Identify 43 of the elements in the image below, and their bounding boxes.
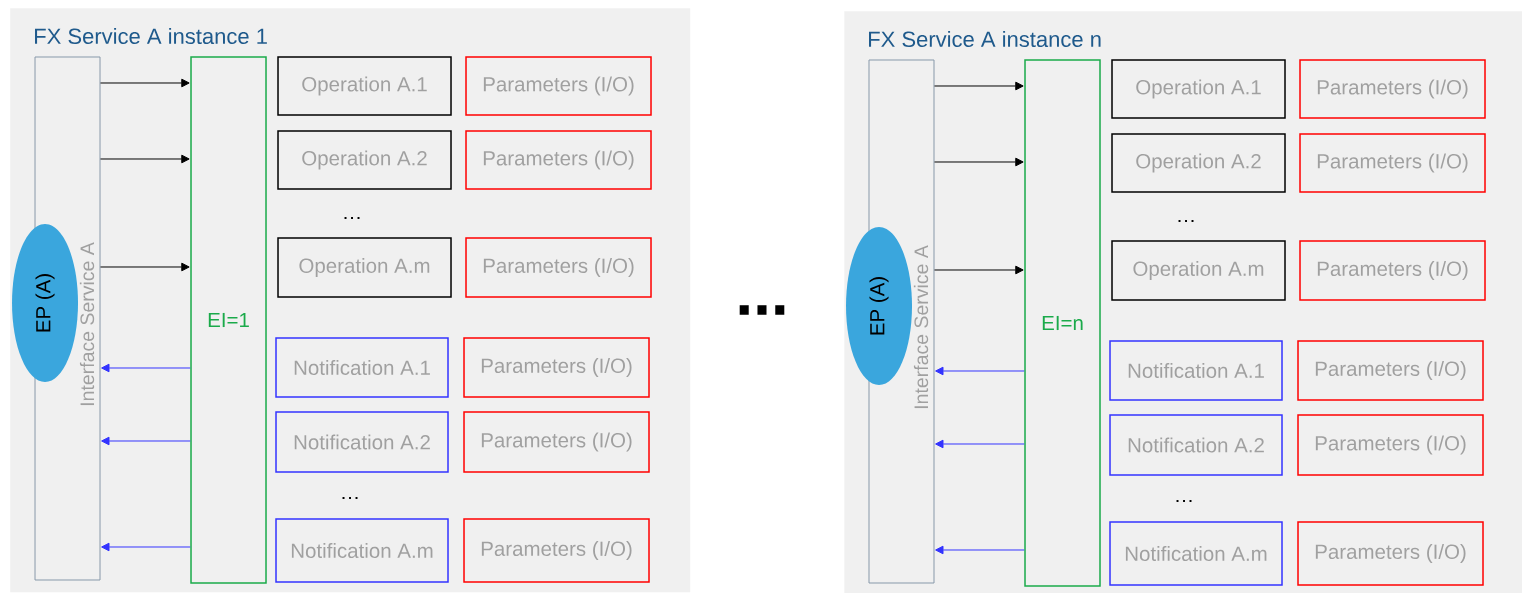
arrow: [935, 545, 1025, 555]
ellipsis: …: [1176, 499, 1192, 503]
arrow: [100, 78, 190, 88]
arrow: [100, 262, 190, 272]
parameters-box: Parameters (I/O): [1297, 340, 1484, 401]
ellipsis: …: [342, 496, 358, 500]
notification-box: Notification A.m: [1109, 521, 1283, 586]
ellipsis: ...: [739, 305, 785, 315]
notification-box: Notification A.2: [275, 411, 449, 473]
parameters-box: Parameters (I/O): [465, 237, 652, 298]
notification-box: Notification A.m: [275, 518, 449, 583]
parameters-box: Parameters (I/O): [1297, 414, 1484, 476]
ellipsis: …: [344, 216, 360, 220]
parameters-box: Parameters (I/O): [1299, 133, 1486, 193]
parameters-box: Parameters (I/O): [1297, 521, 1484, 586]
parameters-box: Parameters (I/O): [465, 56, 652, 116]
operation-box: Operation A.2: [277, 130, 452, 190]
arrow: [935, 439, 1025, 449]
parameters-box: Parameters (I/O): [1299, 240, 1486, 301]
arrow: [101, 363, 191, 373]
operation-box: Operation A.2: [1111, 133, 1286, 193]
parameters-box: Parameters (I/O): [465, 130, 652, 190]
arrow: [100, 154, 190, 164]
notification-box: Notification A.1: [1109, 340, 1283, 401]
parameters-box: Parameters (I/O): [463, 337, 650, 398]
notification-box: Notification A.1: [275, 337, 449, 398]
operation-box: Operation A.1: [1111, 59, 1286, 119]
arrow: [934, 81, 1024, 91]
parameters-box: Parameters (I/O): [463, 518, 650, 583]
operation-box: Operation A.m: [1111, 240, 1286, 301]
arrow: [101, 436, 191, 446]
arrow: [101, 542, 191, 552]
arrow: [935, 366, 1025, 376]
notification-box: Notification A.2: [1109, 414, 1283, 476]
operation-box: Operation A.1: [277, 56, 452, 116]
arrow: [934, 265, 1024, 275]
instance-box: EI=n: [1024, 59, 1101, 587]
ellipsis: …: [1178, 219, 1194, 223]
instance-box: EI=1: [190, 56, 267, 584]
parameters-box: Parameters (I/O): [1299, 59, 1486, 119]
operation-box: Operation A.m: [277, 237, 452, 298]
parameters-box: Parameters (I/O): [463, 411, 650, 473]
arrow: [934, 157, 1024, 167]
